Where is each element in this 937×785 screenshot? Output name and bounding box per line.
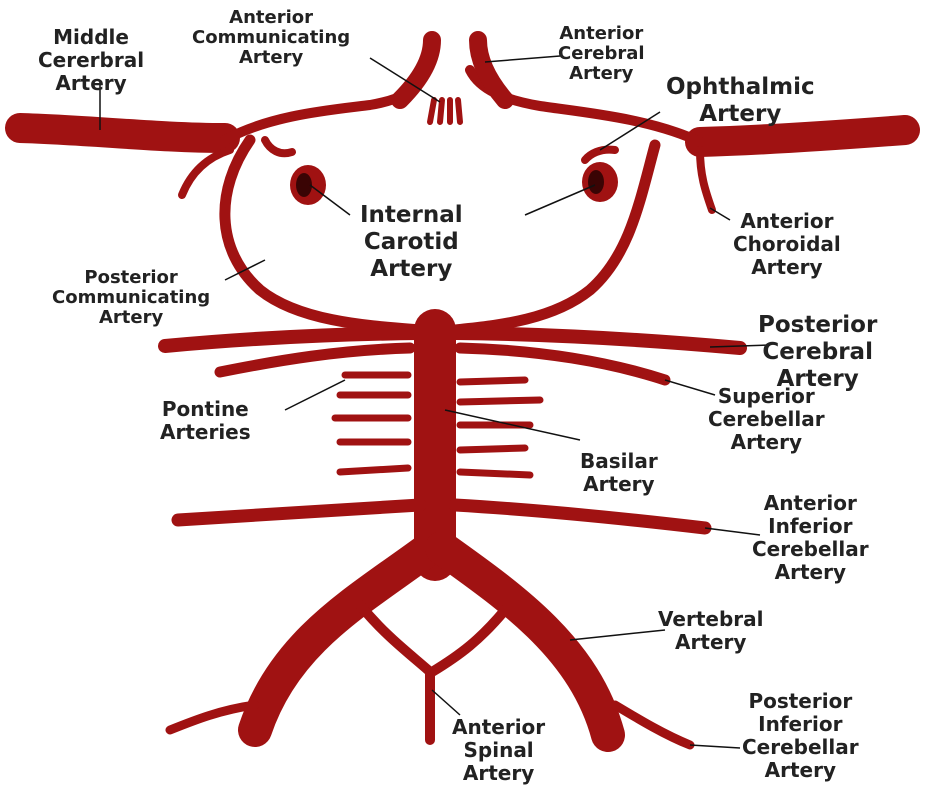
label-anterior-inferior-cerebellar-artery: AnteriorInferiorCerebellarArtery — [752, 492, 869, 584]
middle-cerebral-artery-right — [700, 130, 905, 142]
middle-cerebral-artery-left — [20, 128, 225, 138]
leader-vertebral — [570, 630, 665, 640]
label-posterior-inferior-cerebellar-artery: PosteriorInferiorCerebellarArtery — [742, 690, 859, 782]
posterior-communicating-artery-right — [455, 145, 655, 330]
branch-right-ophthalmic — [585, 150, 615, 160]
vertebral-artery-left — [255, 548, 430, 730]
leader-ant-choroidal — [710, 208, 730, 220]
label-basilar-artery: BasilarArtery — [580, 450, 658, 496]
label-anterior-spinal-artery: AnteriorSpinalArtery — [452, 716, 545, 785]
anterior-cerebral-artery-left — [400, 40, 432, 100]
anterior-inferior-cerebellar-artery-right — [455, 505, 705, 528]
label-anterior-choroidal-artery: AnteriorChoroidalArtery — [733, 210, 841, 279]
label-superior-cerebellar-artery: SuperiorCerebellarArtery — [708, 385, 825, 454]
label-internal-carotid-artery: InternalCarotidArtery — [360, 202, 463, 283]
label-posterior-cerebral-artery: PosteriorCerebralArtery — [758, 312, 877, 393]
superior-cerebellar-artery-right — [460, 348, 665, 380]
label-anterior-cerebral-artery: AnteriorCerebralArtery — [558, 24, 645, 84]
label-ophthalmic-artery: OphthalmicArtery — [666, 74, 815, 128]
leader-ant-spinal — [432, 690, 460, 715]
branch-left-2 — [265, 140, 292, 153]
leader-pontine — [285, 380, 345, 410]
internal-carotid-left-lumen — [296, 173, 312, 197]
anterior-inferior-cerebellar-artery-left — [178, 505, 420, 520]
leader-ica-right — [525, 185, 595, 215]
label-posterior-communicating-artery: PosteriorCommunicatingArtery — [52, 268, 210, 328]
anterior-communicating-artery — [430, 100, 460, 122]
anterior-choroidal-branch — [700, 150, 712, 210]
leader-aca — [485, 56, 560, 62]
label-vertebral-artery: VertebralArtery — [658, 608, 763, 654]
label-anterior-communicating-artery: AnteriorCommunicatingArtery — [192, 8, 350, 68]
label-middle-cerebral-artery: MiddleCererbralArtery — [38, 26, 144, 95]
superior-cerebellar-artery-left — [220, 348, 410, 372]
leader-pica — [690, 745, 740, 748]
vertebral-artery-right — [442, 548, 608, 735]
internal-carotid-right-lumen — [588, 170, 604, 194]
posterior-inferior-cerebellar-artery-right — [615, 705, 690, 745]
label-pontine-arteries: PontineArteries — [160, 398, 251, 444]
